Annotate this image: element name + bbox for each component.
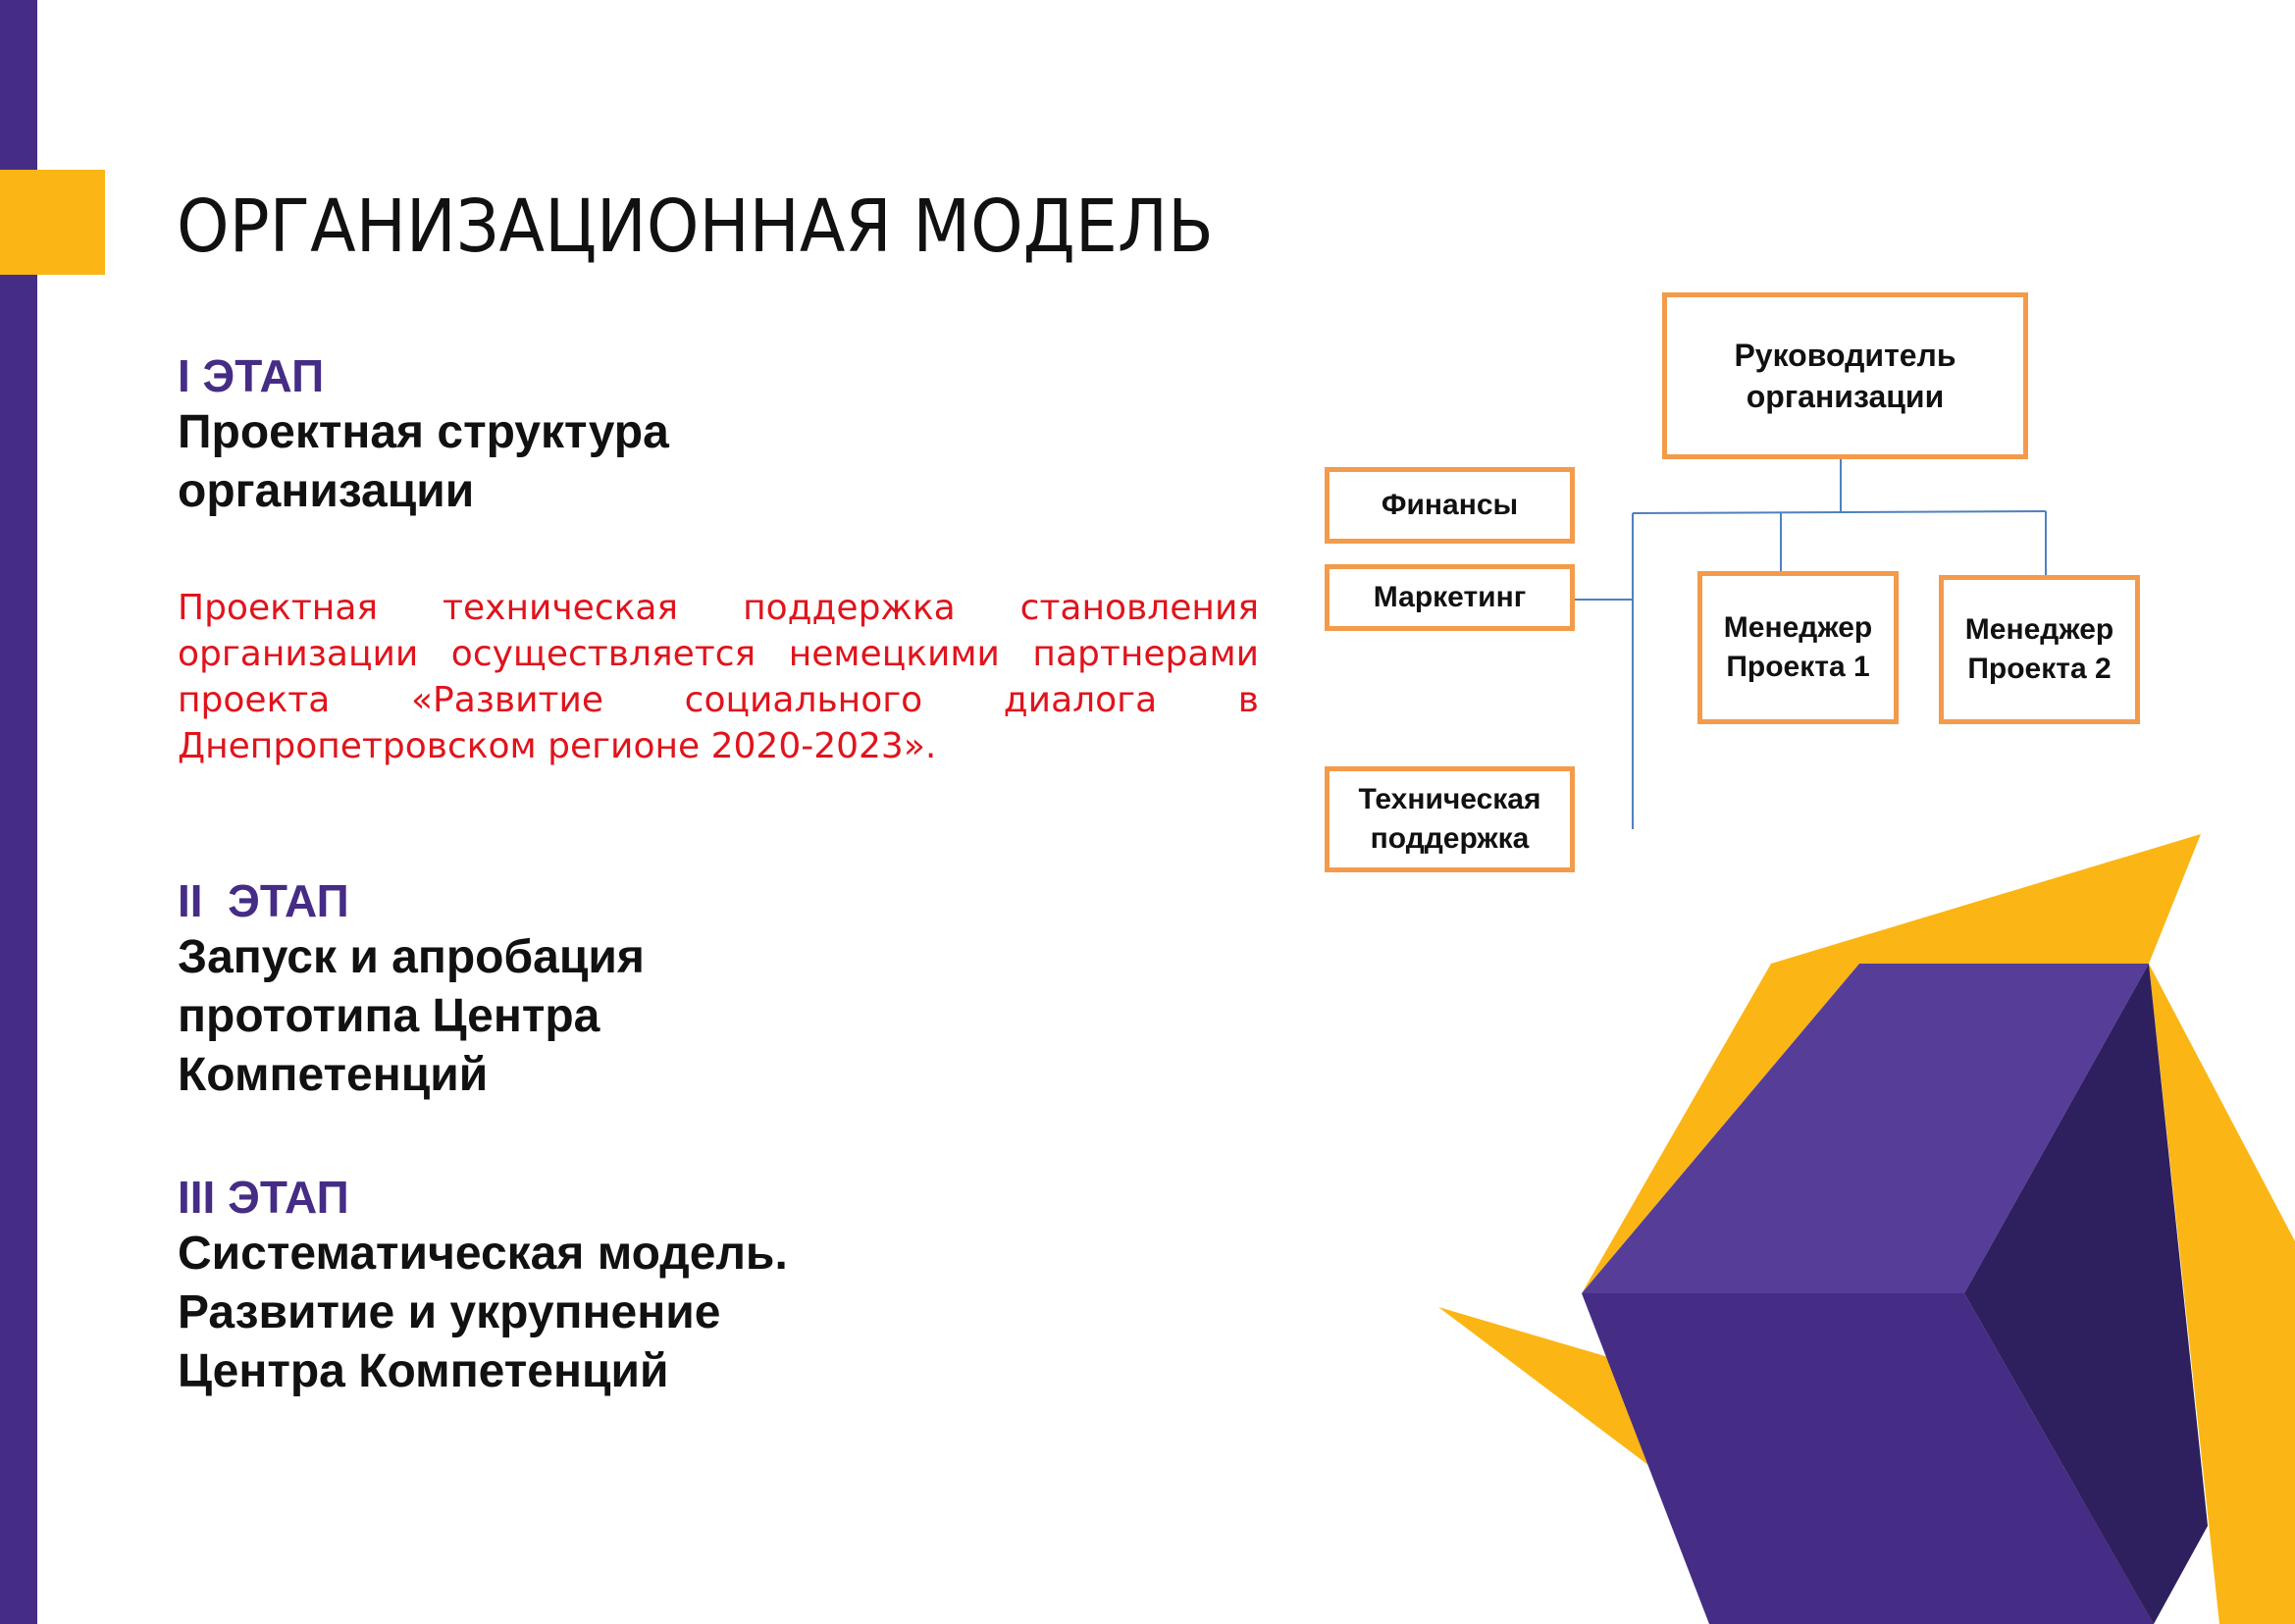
org-marketing-box: Маркетинг bbox=[1325, 564, 1575, 631]
stage-3: III ЭТАП Систематическая модель. Развити… bbox=[178, 1170, 1257, 1401]
org-tech-support-box: Техническая поддержка bbox=[1325, 766, 1575, 872]
org-manager-1-box: Менеджер Проекта 1 bbox=[1697, 571, 1899, 724]
decor-yellow-right-shard bbox=[2149, 964, 2295, 1624]
decor-cube-top-face bbox=[1582, 964, 2149, 1293]
title-accent-square bbox=[0, 170, 105, 275]
decor-yellow-top-shard bbox=[1771, 834, 2201, 964]
decor-cube-side-face bbox=[1964, 964, 2208, 1624]
stage-3-label: III ЭТАП bbox=[178, 1172, 349, 1223]
stage-2-text: Запуск и апробация прототипа Центра Комп… bbox=[178, 931, 645, 1101]
org-finance-box: Финансы bbox=[1325, 467, 1575, 544]
org-manager-2-box: Менеджер Проекта 2 bbox=[1939, 575, 2140, 724]
org-head-box: Руководитель организации bbox=[1662, 292, 2028, 459]
stage-1-description: Проектная техническая поддержка становле… bbox=[178, 588, 1259, 766]
stage-3-text: Систематическая модель. Развитие и укруп… bbox=[178, 1228, 788, 1397]
stage-1-label: I ЭТАП bbox=[178, 350, 325, 401]
decor-cube-front-face bbox=[1582, 1293, 2154, 1624]
stage-2-label: II ЭТАП bbox=[178, 875, 349, 926]
stage-1: I ЭТАП Проектная структура организации bbox=[178, 348, 1257, 521]
page-title: ОРГАНИЗАЦИОННАЯ МОДЕЛЬ bbox=[177, 184, 1214, 269]
stage-1-text: Проектная структура организации bbox=[178, 406, 669, 517]
stage-2: II ЭТАП Запуск и апробация прототипа Цен… bbox=[178, 873, 1257, 1105]
